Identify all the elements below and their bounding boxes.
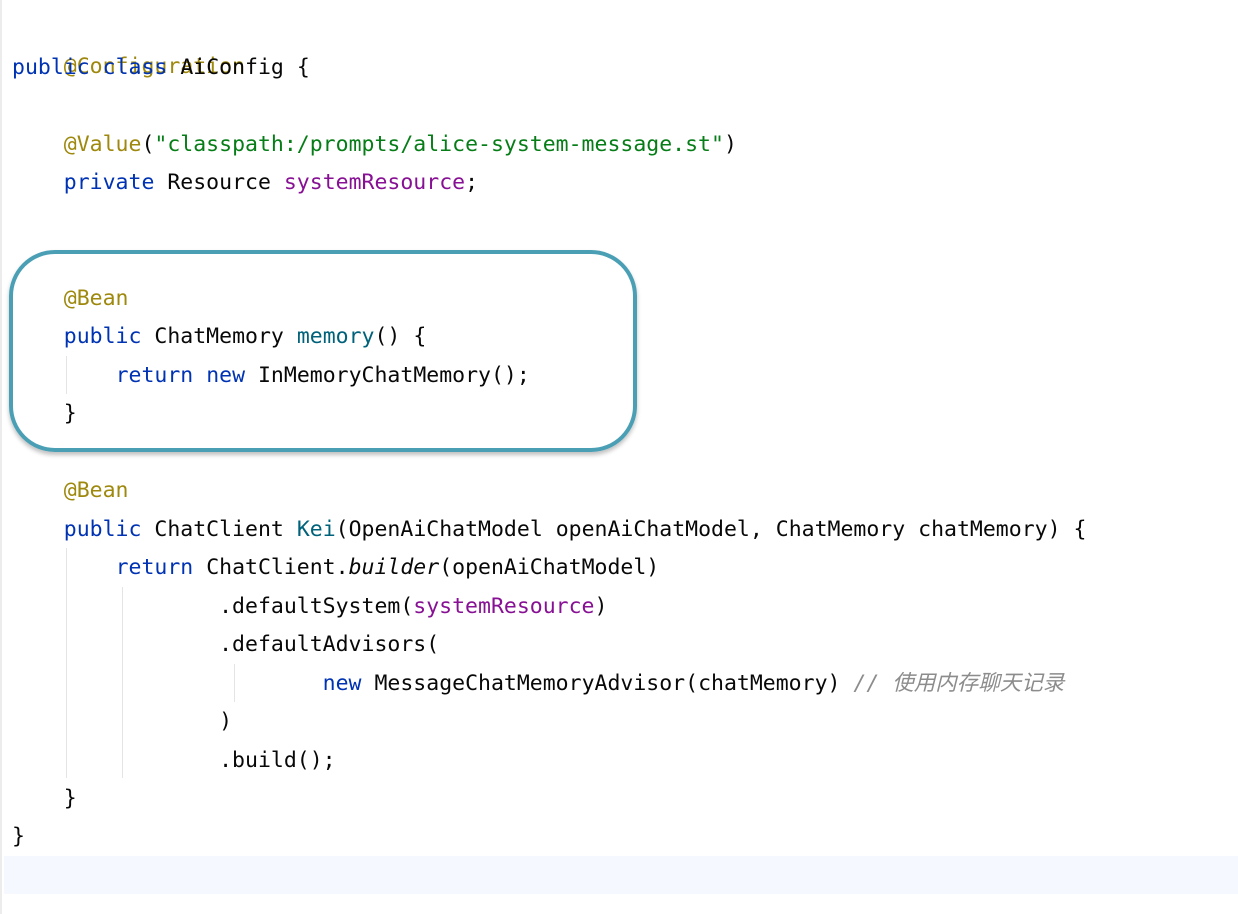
code-line-17[interactable]: new MessageChatMemoryAdvisor(chatMemory)… (12, 665, 1065, 703)
code-line-8[interactable]: public ChatMemory memory() { (12, 318, 426, 356)
advisor-constructor: MessageChatMemoryAdvisor(chatMemory) (374, 671, 841, 696)
code-line-12[interactable]: @Bean (12, 472, 129, 510)
field-system-resource-ref: systemResource (413, 594, 595, 619)
keyword-private: private (63, 170, 155, 195)
comment-slashes: // (853, 671, 880, 696)
string-literal: "classpath:/prompts/alice-system-message… (154, 132, 724, 157)
code-line-18[interactable]: ) (12, 703, 232, 741)
type-chat-client-ref: ChatClient. (206, 555, 349, 580)
code-line-1[interactable]: @Configuration (12, 10, 245, 79)
current-line-highlight (4, 856, 1238, 894)
constructor-call: InMemoryChatMemory(); (257, 363, 530, 388)
code-line-21[interactable]: } (12, 818, 25, 856)
comment-text: 使用内存聊天记录 (892, 671, 1065, 696)
keyword-return: return (115, 363, 194, 388)
close-brace: } (63, 786, 77, 811)
annotation-configuration: @Configuration (63, 54, 245, 79)
annotation-bean: @Bean (63, 478, 129, 503)
paren-close: ) (594, 594, 608, 619)
code-line-10[interactable]: } (12, 395, 77, 433)
code-line-4[interactable]: @Value("classpath:/prompts/alice-system-… (12, 126, 737, 164)
field-system-resource: systemResource (283, 170, 466, 195)
call-default-system: .defaultSystem( (219, 594, 414, 619)
paren-close: ) (723, 132, 737, 157)
open-brace: { (296, 55, 310, 80)
method-kei: Kei (296, 517, 336, 542)
indent-guide (66, 548, 67, 778)
builder-args: (openAiChatModel) (439, 555, 660, 580)
code-line-7[interactable]: @Bean (12, 280, 129, 318)
indent-guide (122, 587, 123, 778)
semicolon: ; (465, 170, 479, 195)
paren-open: ( (141, 132, 155, 157)
code-line-19[interactable]: .build(); (12, 742, 336, 780)
keyword-new: new (206, 363, 246, 388)
annotation-value: @Value (63, 132, 142, 157)
close-brace-class: } (12, 824, 25, 849)
code-line-14[interactable]: return ChatClient.builder(openAiChatMode… (12, 549, 660, 587)
type-resource: Resource (167, 170, 271, 195)
type-chat-memory: ChatMemory (154, 324, 284, 349)
code-line-13[interactable]: public ChatClient Kei(OpenAiChatModel op… (12, 511, 1087, 549)
class-name: AiConfig (180, 55, 284, 80)
keyword-public: public (63, 517, 142, 542)
keyword-new: new (322, 671, 362, 696)
code-line-15[interactable]: .defaultSystem(systemResource) (12, 588, 607, 626)
code-line-9[interactable]: return new InMemoryChatMemory(); (12, 357, 530, 395)
keyword-public: public (12, 55, 90, 80)
code-line-16[interactable]: .defaultAdvisors( (12, 626, 439, 664)
method-memory: memory (296, 324, 375, 349)
close-brace: } (63, 401, 77, 426)
call-default-advisors: .defaultAdvisors( (219, 632, 440, 657)
paren-close: ) (219, 709, 233, 734)
method-builder: builder (348, 555, 440, 580)
indent-guide (234, 664, 235, 702)
method-signature-rest: () { (374, 324, 427, 349)
call-build: .build(); (219, 748, 336, 773)
code-line-2[interactable]: public class AiConfig { (12, 49, 310, 87)
keyword-public: public (63, 324, 142, 349)
method-params: (OpenAiChatModel openAiChatModel, ChatMe… (335, 517, 1087, 542)
keyword-class: class (102, 55, 168, 80)
code-line-20[interactable]: } (12, 780, 77, 818)
indent-guide (66, 356, 67, 394)
keyword-return: return (115, 555, 194, 580)
annotation-bean: @Bean (63, 286, 129, 311)
type-chat-client: ChatClient (154, 517, 284, 542)
code-line-5[interactable]: private Resource systemResource; (12, 164, 478, 202)
